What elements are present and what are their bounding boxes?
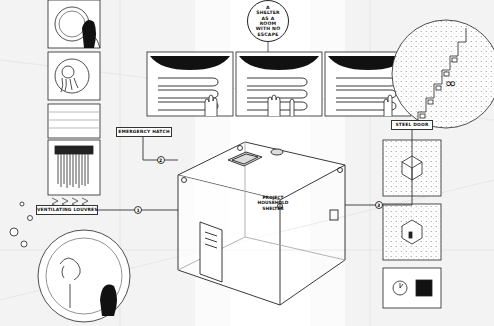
node-text: PROJECT HOUSEHOLD SHELTER — [250, 195, 296, 211]
callout-number: 1 — [134, 206, 142, 214]
callout-tag: STEEL DOOR — [391, 120, 433, 130]
node-text: STEEL DOOR — [392, 121, 432, 129]
infinity-symbol: ∞ — [445, 76, 457, 90]
node-text: EMERGENCY HATCH — [117, 128, 171, 136]
shelter-box: PROJECT HOUSEHOLD SHELTER — [178, 140, 345, 305]
title-circle: A SHELTER AS A ROOM WITH NO ESCAPE — [247, 0, 289, 42]
leader-line — [345, 130, 412, 205]
node-text: A SHELTER AS A ROOM WITH NO ESCAPE — [254, 5, 282, 37]
callout-number: 3 — [375, 201, 383, 209]
node-text: VENTILATING LOUVRES — [37, 206, 97, 214]
callout-number: 2 — [157, 156, 165, 164]
callout-tag: VENTILATING LOUVRES — [36, 205, 98, 215]
callout-tag: EMERGENCY HATCH — [116, 127, 172, 137]
